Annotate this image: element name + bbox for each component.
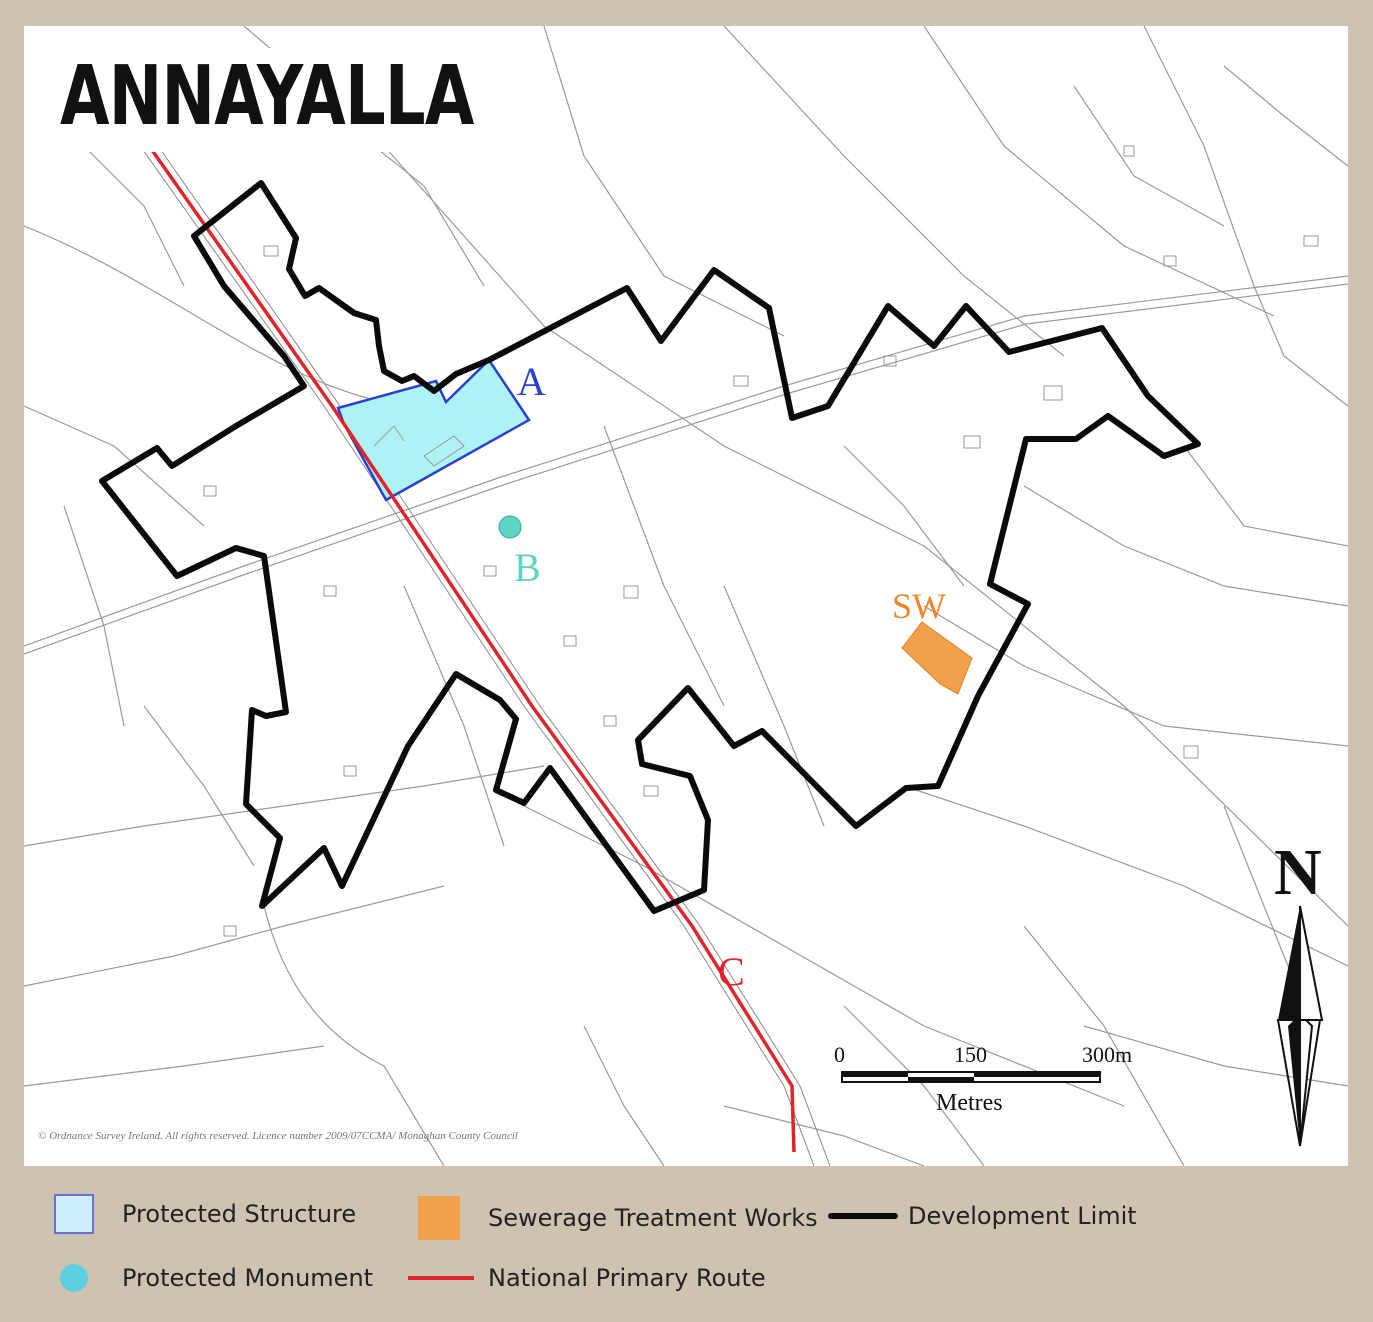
legend-protected-structure: Protected Structure xyxy=(54,1194,356,1234)
scale-tick-0: 0 xyxy=(834,1042,845,1067)
map-title-box: ANNAYALLA xyxy=(52,48,474,152)
development-limit-line xyxy=(99,180,1201,914)
field-boundaries xyxy=(24,26,1348,1166)
basemap xyxy=(24,26,1348,1166)
legend-label-protected-monument: Protected Monument xyxy=(122,1264,374,1292)
copyright-notice: © Ordnance Survey Ireland. All rights re… xyxy=(38,1130,518,1142)
legend-protected-monument: Protected Monument xyxy=(60,1264,373,1292)
protected-monument-marker xyxy=(498,515,522,539)
legend-sewerage-treatment-works: Sewerage Treatment Works xyxy=(418,1196,818,1240)
scale-tick-300: 300m xyxy=(1082,1042,1133,1067)
north-label: N xyxy=(1274,836,1322,909)
orange-square-icon xyxy=(418,1196,460,1240)
sewerage-treatment-works-area xyxy=(901,621,973,695)
legend-label-development-limit: Development Limit xyxy=(908,1202,1137,1230)
national-primary-route-line xyxy=(119,104,796,1153)
map-title: ANNAYALLA xyxy=(60,49,474,144)
legend-label-sewerage-treatment-works: Sewerage Treatment Works xyxy=(488,1204,818,1232)
legend-national-primary-route: National Primary Route xyxy=(408,1264,766,1292)
red-line-icon xyxy=(408,1276,474,1280)
marker-c: C xyxy=(718,949,745,994)
protected-structure-area xyxy=(336,358,531,502)
scale-units: Metres xyxy=(936,1090,1003,1116)
buildings xyxy=(203,145,1319,937)
legend: Protected Structure Sewerage Treatment W… xyxy=(0,1170,1373,1322)
legend-label-national-primary-route: National Primary Route xyxy=(488,1264,766,1292)
black-line-icon xyxy=(828,1213,898,1219)
marker-sw: SW xyxy=(892,586,946,626)
light-blue-square-icon xyxy=(54,1194,94,1234)
marker-a: A xyxy=(517,359,546,404)
scale-tick-150: 150 xyxy=(954,1042,987,1067)
legend-development-limit: Development Limit xyxy=(828,1202,1137,1230)
road-edges xyxy=(111,105,831,1166)
teal-circle-icon xyxy=(60,1264,88,1292)
scale-bar xyxy=(841,1071,1101,1083)
map-canvas: ANNAYALLA A B C SW 0 150 300m Metres N ©… xyxy=(24,26,1348,1166)
north-arrow-icon xyxy=(1276,905,1324,1147)
legend-label-protected-structure: Protected Structure xyxy=(122,1200,357,1228)
marker-b: B xyxy=(514,545,541,590)
